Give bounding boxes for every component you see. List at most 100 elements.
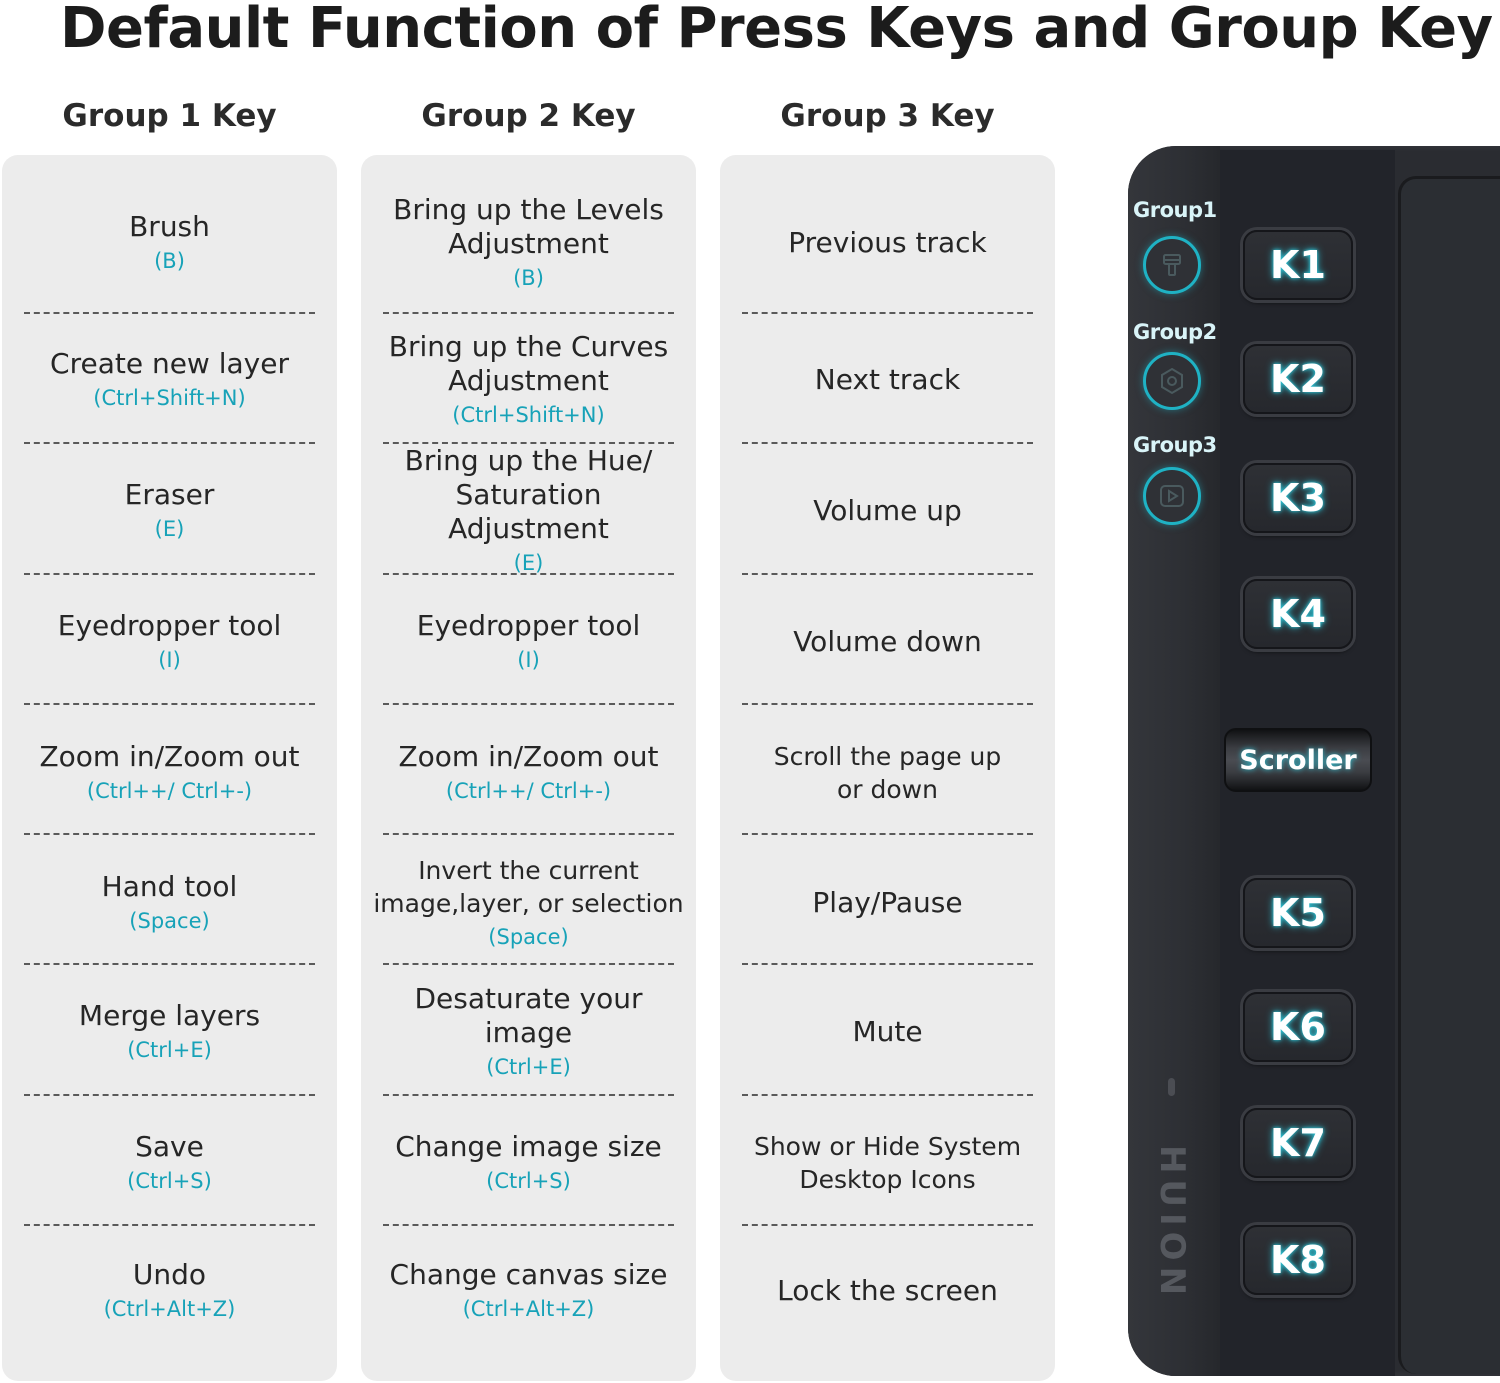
row-divider [742,442,1033,444]
group-1-key-function-row: Zoom in/Zoom out (Ctrl++/ Ctrl+-) [2,708,337,838]
key-k8[interactable]: K8 [1243,1225,1353,1295]
group2-button[interactable] [1143,352,1201,410]
brand-text: HUION [1152,1144,1193,1302]
row-divider [742,573,1033,575]
group1-label: Group1 [1133,198,1217,222]
function-label: Save [135,1130,204,1163]
shortcut-label: (Ctrl++/ Ctrl+-) [445,779,612,803]
group-2-key-function-row: Invert the current image,layer, or selec… [361,838,696,968]
group-3-key-function-row: Show or Hide System Desktop Icons [720,1098,1055,1228]
function-label: Play/Pause [812,886,963,919]
play-icon [1160,485,1184,507]
key-k1[interactable]: K1 [1243,230,1353,300]
function-label: Undo [132,1258,207,1291]
function-label: Zoom in/Zoom out [398,740,659,773]
row-divider [383,1224,674,1226]
row-divider [742,1094,1033,1096]
key-k5[interactable]: K5 [1243,878,1353,948]
shortcut-label: (B) [513,266,544,290]
function-label: Show or Hide System Desktop Icons [753,1132,1022,1194]
group-1-key-function-row: Hand tool (Space) [2,838,337,968]
group-1-key-function-row: Eyedropper tool (I) [2,577,337,707]
row-divider [742,703,1033,705]
group-2-panel: Bring up the Levels Adjustment (B) Bring u… [361,155,696,1381]
shortcut-label: (Ctrl+Alt+Z) [462,1297,595,1321]
group-3-key-function-row: Next track [720,315,1055,445]
shortcut-label: (Ctrl+Alt+Z) [103,1297,236,1321]
group-1-key-function-row: Brush(B) [2,178,337,308]
function-label: Volume up [813,494,962,527]
row-divider [24,833,315,835]
row-divider [742,963,1033,965]
shortcut-label: (I) [158,648,181,672]
key-k8-label: K8 [1270,1238,1326,1282]
group-1-key-function-row: Merge layers(Ctrl+E) [2,967,337,1097]
function-label: Bring up the Hue/ Saturation Adjustment [404,444,653,545]
group-2-key-function-row: Zoom in/Zoom out (Ctrl++/ Ctrl+-) [361,708,696,838]
function-label: Bring up the Curves Adjustment [388,330,669,397]
row-divider [383,703,674,705]
function-label: Zoom in/Zoom out [39,740,300,773]
row-divider [383,963,674,965]
function-label: Change image size [395,1130,662,1163]
row-divider [24,442,315,444]
group1-button[interactable] [1143,236,1201,294]
row-divider [383,312,674,314]
shortcut-label: (Ctrl++/ Ctrl+-) [86,779,253,803]
row-divider [24,1224,315,1226]
group-3-key-function-row: Scroll the page up or down [720,708,1055,838]
function-label: Previous track [788,226,987,259]
function-label: Desaturate your image [414,982,643,1049]
function-label: Invert the current image,layer, or selec… [373,856,684,918]
group-3-key-function-row: Play/Pause [720,838,1055,968]
row-divider [24,312,315,314]
key-k2-label: K2 [1270,357,1326,401]
group-1-key-function-row: Save (Ctrl+S) [2,1098,337,1228]
function-label: Merge layers [78,999,261,1032]
shortcut-label: (Ctrl+S) [127,1169,212,1193]
function-label: Brush [129,210,210,243]
group-1-key-function-row: Eraser (E) [2,446,337,576]
group3-label: Group3 [1133,433,1217,457]
row-divider [383,573,674,575]
function-label: Eraser [124,478,215,511]
key-k5-label: K5 [1270,891,1326,935]
shortcut-label: (E) [154,517,185,541]
function-label: Volume down [793,625,982,658]
key-k3[interactable]: K3 [1243,463,1353,533]
key-k3-label: K3 [1270,476,1326,520]
group-3-key-function-row: Previous track [720,178,1055,308]
row-divider [742,1224,1033,1226]
group-2-key-function-row: Desaturate your image(Ctrl+E) [361,967,696,1097]
key-k7[interactable]: K7 [1243,1108,1353,1178]
shortcut-label: (Space) [488,925,569,949]
function-label: Bring up the Levels Adjustment [393,193,664,260]
function-label: Eyedropper tool [57,609,282,642]
group-2-heading: Group 2 Key [421,98,636,134]
key-k6[interactable]: K6 [1243,992,1353,1062]
function-label: Create new layer [50,347,289,380]
group-3-heading: Group 3 Key [780,98,995,134]
function-label: Mute [852,1015,923,1048]
row-divider [24,963,315,965]
hexagon-icon [1161,367,1183,395]
key-k4-label: K4 [1270,592,1326,636]
shortcut-label: (Ctrl+Shift+N) [452,403,605,427]
row-divider [383,833,674,835]
group-2-key-function-row: Bring up the Hue/ Saturation Adjustment(… [361,444,696,576]
group-2-key-function-row: Eyedropper tool(I) [361,577,696,707]
scroller-label: Scroller [1239,744,1357,776]
key-k2[interactable]: K2 [1243,344,1353,414]
group-3-key-function-row: Mute [720,967,1055,1097]
shortcut-label: (Space) [129,909,210,933]
group-1-key-function-row: Create new layer(Ctrl+Shift+N) [2,315,337,445]
group3-button[interactable] [1143,467,1201,525]
row-divider [24,1094,315,1096]
key-k6-label: K6 [1270,1005,1326,1049]
key-k4[interactable]: K4 [1243,579,1353,649]
function-label: Change canvas size [389,1258,668,1291]
group-3-key-function-row: Lock the screen [720,1226,1055,1356]
scroller-wheel[interactable]: Scroller [1224,728,1372,792]
shortcut-label: (I) [517,648,540,672]
function-label: Hand tool [101,870,238,903]
